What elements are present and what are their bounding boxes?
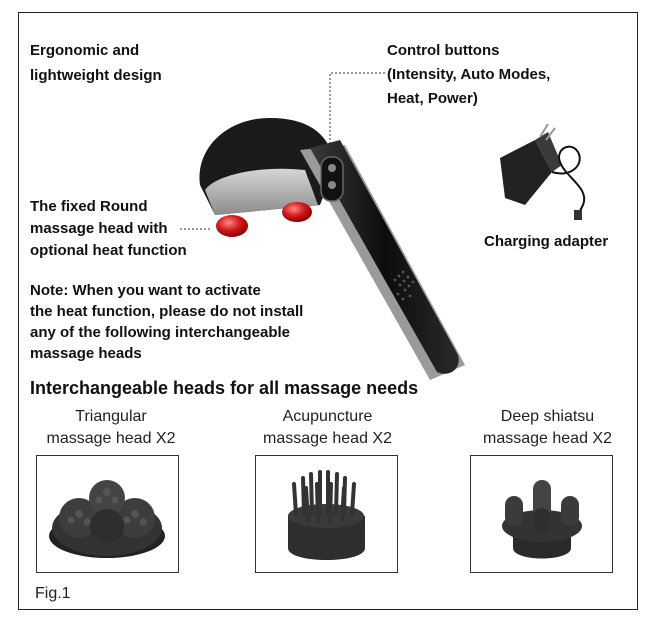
figure-frame xyxy=(18,12,638,610)
design-label: Ergonomic and lightweight design xyxy=(30,42,162,84)
heat-note: Note: When you want to activate the heat… xyxy=(30,282,304,362)
control-buttons-label: Control buttons (Intensity, Auto Modes, … xyxy=(387,42,551,107)
adapter-label: Charging adapter xyxy=(484,233,609,250)
triangular-head-caption: Triangular massage head X2 xyxy=(46,408,176,447)
shiatsu-head-caption: Deep shiatsu massage head X2 xyxy=(483,408,612,447)
triangular-head-image xyxy=(36,455,179,573)
acupuncture-head-image xyxy=(255,455,398,573)
acupuncture-head-caption: Acupuncture massage head X2 xyxy=(263,408,392,447)
shiatsu-head-image xyxy=(470,455,613,573)
section-heading: Interchangeable heads for all massage ne… xyxy=(30,378,419,398)
figure-label: Fig.1 xyxy=(35,585,71,602)
fixed-head-label: The fixed Round massage head with option… xyxy=(30,198,187,259)
